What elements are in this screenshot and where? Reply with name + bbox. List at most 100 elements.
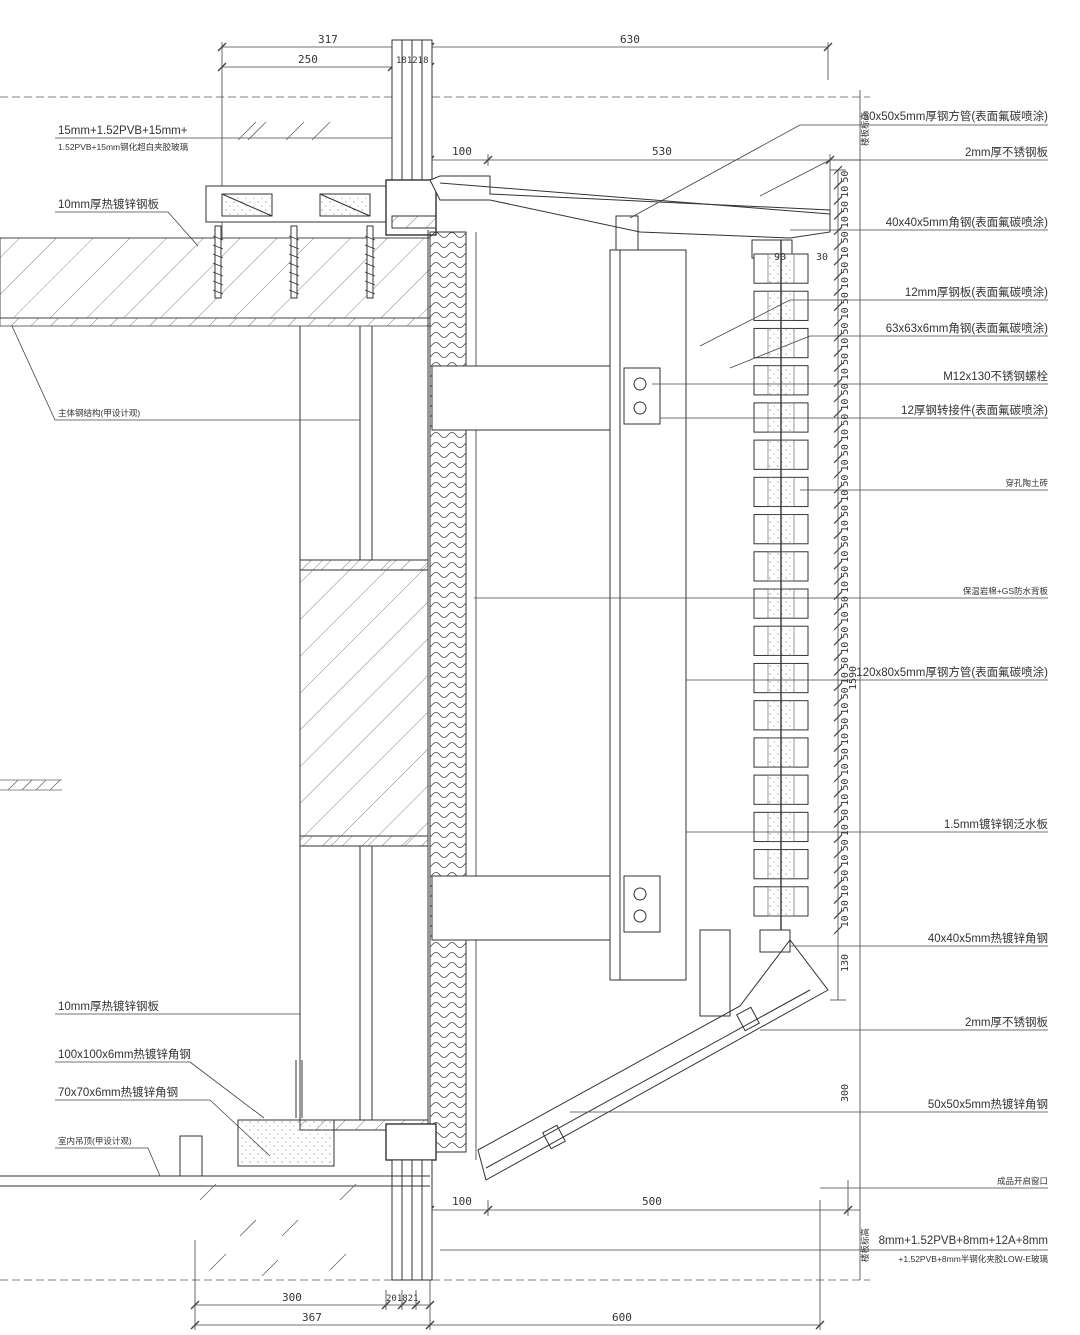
vertical-tick (833, 317, 843, 327)
label-r2: 2mm厚不锈钢板 (965, 145, 1049, 159)
vertical-tick (833, 271, 843, 281)
vertical-tick (833, 773, 843, 783)
vertical-unit-label: 10 (840, 551, 851, 563)
label-r6: M12x130不锈钢螺栓 (943, 369, 1048, 383)
vertical-unit-label: 10 (840, 733, 851, 745)
vertical-tick (833, 788, 843, 798)
vertical-tick (833, 302, 843, 312)
vertical-tick (833, 287, 843, 297)
vertical-tick (833, 834, 843, 844)
vertical-unit-label: 10 (840, 247, 851, 259)
vertical-unit-label: 50 (840, 323, 851, 335)
vertical-unit-label: 10 (840, 338, 851, 350)
vertical-unit-label: 50 (840, 201, 851, 213)
vertical-tick (833, 819, 843, 829)
vertical-tick (833, 499, 843, 509)
vertical-unit-label: 10 (840, 794, 851, 806)
label-r9: 保温岩棉+GS防水背板 (963, 586, 1049, 596)
lower-slab (0, 1060, 437, 1281)
label-structure: 主体钢结构(甲设计观) (58, 408, 140, 418)
vertical-tick (833, 895, 843, 905)
dim-317: 317 (318, 33, 338, 46)
vertical-unit-label: 50 (840, 839, 851, 851)
vertical-tick (833, 682, 843, 692)
top-left-hatch-patches (237, 121, 331, 141)
vertical-tick-marks (833, 165, 843, 935)
label-r11: 1.5mm镀锌钢泛水板 (944, 817, 1049, 831)
vertical-unit-labels: 50 10 50 10 50 10 50 10 50 10 50 10 50 10 50 10 50 10 50 10… (840, 171, 851, 928)
vertical-unit-label: 50 (840, 809, 851, 821)
vertical-unit-label: 50 (840, 687, 851, 699)
vertical-unit-label: 10 (840, 642, 851, 654)
label-finish: 室内吊顶(甲设计观) (58, 1136, 132, 1146)
vertical-tick (833, 195, 843, 205)
label-r5: 63x63x6mm角钢(表面氟碳喷涂) (886, 321, 1048, 335)
vertical-unit-label: 10 (840, 672, 851, 684)
dim-300: 300 (282, 1291, 302, 1304)
steel-brackets (431, 249, 687, 981)
vertical-tick (833, 180, 843, 190)
vertical-tick (833, 651, 843, 661)
mid-left-hatch-patch (0, 779, 62, 791)
vertical-unit-label: 50 (840, 596, 851, 608)
vertical-tick (833, 758, 843, 768)
bottom-left-hatch-patches (199, 1183, 357, 1277)
floor-dashed-lines (0, 96, 870, 1281)
label-plate-bottom: 10mm厚热镀锌钢板 (58, 999, 159, 1013)
vertical-unit-label: 10 (840, 885, 851, 897)
vertical-unit-label: 10 (840, 520, 851, 532)
vertical-unit-label: 10 (840, 186, 851, 198)
vertical-unit-label: 50 (840, 900, 851, 912)
vertical-tick (833, 211, 843, 221)
label-glass-top-1: 15mm+1.52PVB+15mm+ (58, 125, 188, 137)
anchor-bolt (288, 225, 300, 299)
label-r15: 成品开启窗口 (997, 1176, 1048, 1186)
vertical-unit-label: 50 (840, 171, 851, 183)
vertical-unit-label: 10 (840, 855, 851, 867)
vertical-tick (833, 697, 843, 707)
top-cap-panel (429, 175, 831, 259)
upper-glass-frame (205, 39, 437, 236)
vertical-unit-label: 50 (840, 535, 851, 547)
vertical-unit-label: 10 (840, 581, 851, 593)
dim-600: 600 (612, 1311, 632, 1324)
vertical-unit-label: 50 (840, 475, 851, 487)
vertical-unit-label: 50 (840, 718, 851, 730)
vertical-unit-label: 10 (840, 703, 851, 715)
vertical-unit-label: 50 (840, 657, 851, 669)
anchor-bolts-top (212, 225, 376, 299)
left-leader-lines (11, 137, 392, 1177)
vertical-tick (833, 363, 843, 373)
vertical-tick (833, 454, 843, 464)
dim-181218: 181218 (396, 56, 429, 66)
vertical-tick (833, 408, 843, 418)
dim-530: 530 (652, 145, 672, 158)
label-r7: 12厚钢转接件(表面氟碳喷涂) (901, 403, 1048, 417)
vertical-tick (833, 712, 843, 722)
dim-100-bottom: 100 (452, 1195, 472, 1208)
vertical-tick (833, 849, 843, 859)
vertical-tick (833, 667, 843, 677)
level-tag-bottom: 楼板标高 (860, 1228, 870, 1262)
dim-201821: 201821 (386, 1294, 419, 1304)
vertical-unit-label: 50 (840, 566, 851, 578)
terracotta-tile-column (753, 240, 809, 930)
right-leader-lines (440, 124, 1048, 1251)
vertical-tick (833, 606, 843, 616)
vertical-tick (833, 256, 843, 266)
vertical-tick (833, 423, 843, 433)
vertical-unit-label: 50 (840, 292, 851, 304)
vertical-tick (833, 241, 843, 251)
vertical-unit-label: 10 (840, 429, 851, 441)
vertical-unit-label: 50 (840, 748, 851, 760)
vertical-tick (833, 636, 843, 646)
label-r13: 2mm厚不锈钢板 (965, 1015, 1049, 1029)
vertical-unit-label: 10 (840, 277, 851, 289)
label-r8: 穿孔陶土砖 (1005, 478, 1048, 488)
vertical-unit-label: 50 (840, 627, 851, 639)
vertical-tick (833, 347, 843, 357)
vertical-unit-label: 10 (840, 763, 851, 775)
vertical-tick (833, 393, 843, 403)
vertical-tick (833, 727, 843, 737)
label-r3: 40x40x5mm角钢(表面氟碳喷涂) (886, 215, 1048, 229)
